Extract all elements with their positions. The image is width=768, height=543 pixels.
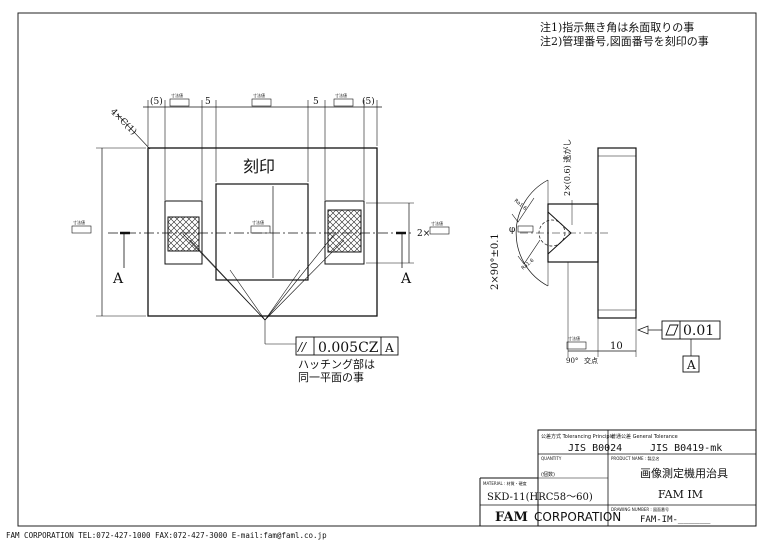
drawing-label: DRAWING NUMBER : 図面番号 <box>611 506 669 512</box>
company-rest: CORPORATION <box>534 510 621 524</box>
general-tol-value: JIS B0419-mk <box>650 443 722 454</box>
placeholder-text-top-2: 寸法値 <box>253 92 265 98</box>
section-label-right: A <box>400 271 412 287</box>
angle-arc <box>515 179 549 287</box>
chamfer-leader <box>116 113 151 150</box>
angle-mark: 90° <box>566 357 578 365</box>
placeholder-text-right: 寸法値 <box>431 220 443 226</box>
dim-5-right: 5 <box>313 97 319 107</box>
placeholder-box-bottom <box>566 341 587 350</box>
placeholder-text-top-3: 寸法値 <box>335 92 347 98</box>
section-label-left: A <box>112 271 124 287</box>
placeholder-text-bottom: 寸法値 <box>568 335 580 341</box>
dim-5-left: 5 <box>205 97 211 107</box>
placeholder-box-phi <box>517 225 534 233</box>
dim-paren5-left: (5) <box>150 96 163 107</box>
note-1: 注1)指示無き角は糸面取りの事 <box>540 20 694 34</box>
quantity-value: (個数) <box>541 471 555 478</box>
dim-10: 10 <box>610 341 623 352</box>
side-view: 2×90°±0.1 2×(0.6) 逃がし φ Ra1.6 Ra1.6 10 寸… <box>490 139 721 373</box>
placeholder-box-top-3 <box>333 98 354 107</box>
material-value: SKD-11(HRC58～60) <box>487 492 593 503</box>
datum-label: A <box>686 358 696 372</box>
placeholder-text-top-1: 寸法値 <box>171 92 183 98</box>
drawing-value: FAM-IM-______ <box>640 515 711 525</box>
slot-left <box>164 200 203 265</box>
chamfer-label: 4×C(1) <box>108 106 139 137</box>
engrave-label: 刻印 <box>243 157 275 176</box>
placeholder-text-centre: 寸法値 <box>252 219 264 225</box>
callout-frame <box>295 336 399 356</box>
phi-label: φ <box>509 225 515 235</box>
product-label: PRODUCT NAME : 製品名 <box>611 455 659 461</box>
flatness-value: 0.01 <box>683 323 714 339</box>
callout-datum: A <box>384 341 394 355</box>
material-label: MATERIAL : 材質・硬度 <box>483 480 527 486</box>
placeholder-box-centre <box>250 225 271 234</box>
flatness-symbol <box>665 324 679 336</box>
product-code: FAM IM <box>658 488 703 501</box>
datum-box <box>682 355 700 373</box>
parallel-symbol: // <box>297 340 308 354</box>
principle-label: 公差方式 Tolerancing Principle <box>541 433 614 440</box>
intersection-label: 交点 <box>584 356 598 365</box>
placeholder-box-top-2 <box>251 98 272 107</box>
drawing-border <box>17 12 757 527</box>
placeholder-text-left: 寸法値 <box>73 219 85 225</box>
placeholder-box-right <box>429 226 450 235</box>
principle-value: JIS B0024 <box>568 443 622 454</box>
parallelism-callout: // 0.005CZ A ハッチング部は 同一平面の事 <box>295 336 399 384</box>
company-bold: FAM <box>495 510 528 525</box>
front-view: A A 刻印 (5) 5 5 (5) 寸法値 寸法値 寸法値 4×C(1) <box>71 92 450 345</box>
callout-note-1: ハッチング部は <box>298 357 375 371</box>
placeholder-box-left <box>71 225 92 234</box>
dim-paren5-right: (5) <box>362 96 375 107</box>
note-2: 注2)管理番号,図面番号を刻印の事 <box>540 34 709 48</box>
product-value: 画像測定機用治具 <box>640 466 728 480</box>
placeholder-box-top-1 <box>169 98 190 107</box>
callout-value: 0.005CZ <box>318 340 379 356</box>
general-tol-label: 普通公差 General Tolerance <box>611 433 678 440</box>
quantity-label: QUANTITY <box>541 456 562 461</box>
slot-right <box>324 200 365 265</box>
callout-note-2: 同一平面の事 <box>298 371 364 384</box>
callout-leaders <box>182 231 345 345</box>
angle-label: 2×90°±0.1 <box>490 233 501 290</box>
relief-label: 2×(0.6) 逃がし <box>562 139 572 196</box>
title-block: 公差方式 Tolerancing Principle JIS B0024 普通公… <box>479 429 757 527</box>
hatch-pad-right <box>327 209 362 253</box>
roughness-top: Ra1.6 <box>513 198 528 212</box>
dim-2x: 2× <box>417 229 430 239</box>
footer-contact: FAM CORPORATION TEL:072-427-1000 FAX:072… <box>6 531 327 540</box>
center-block <box>215 183 309 281</box>
